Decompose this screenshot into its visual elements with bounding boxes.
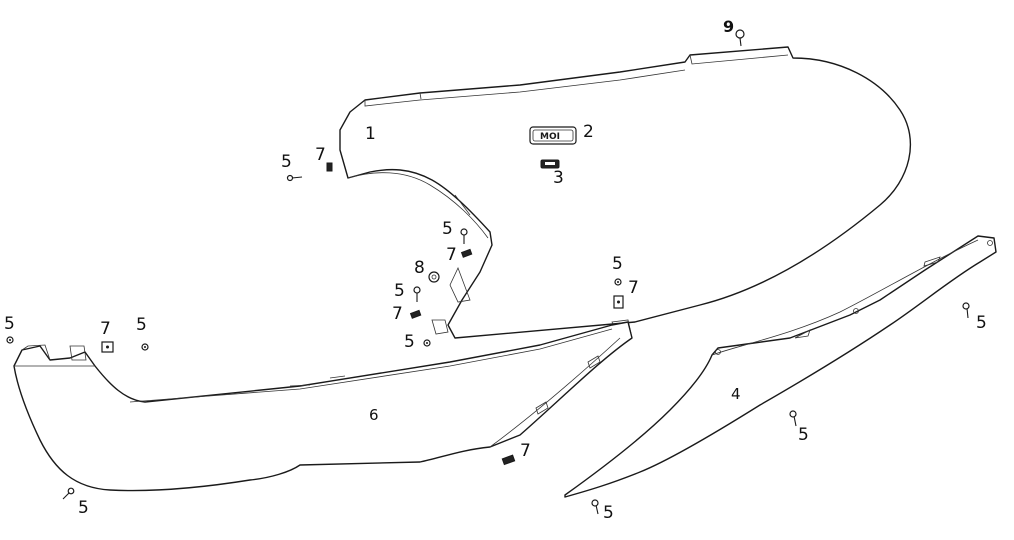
callout-label-5: 5 bbox=[404, 332, 415, 352]
callout-label-5: 5 bbox=[442, 219, 453, 239]
part-6-lower-side-cover bbox=[13, 321, 633, 492]
grommet-8 bbox=[428, 271, 440, 283]
part-3-badge bbox=[540, 159, 560, 169]
callout-label-5: 5 bbox=[281, 152, 292, 172]
bolt-9 bbox=[735, 29, 745, 47]
callout-label-4: 4 bbox=[731, 385, 741, 403]
emblem-text: MOI bbox=[540, 132, 560, 142]
part-4-side-trim bbox=[564, 235, 997, 498]
callout-label-7: 7 bbox=[315, 145, 326, 165]
clip-7b bbox=[460, 248, 473, 258]
callout-label-5: 5 bbox=[612, 254, 623, 274]
callout-label-5: 5 bbox=[603, 503, 614, 523]
callout-label-5: 5 bbox=[394, 281, 405, 301]
clip-7f bbox=[501, 454, 516, 466]
screw-5a bbox=[286, 174, 303, 182]
callout-label-1: 1 bbox=[365, 124, 376, 144]
callout-label-9: 9 bbox=[723, 17, 735, 36]
washer-5d bbox=[423, 339, 431, 347]
callout-label-7: 7 bbox=[628, 278, 639, 298]
screw-5c bbox=[413, 286, 421, 302]
callout-label-5: 5 bbox=[976, 313, 987, 333]
screw-5j bbox=[789, 410, 797, 427]
clip-7a bbox=[326, 162, 333, 172]
washer-5e bbox=[614, 278, 622, 286]
callout-label-7: 7 bbox=[100, 319, 111, 339]
screw-5b bbox=[460, 228, 468, 244]
callout-label-7: 7 bbox=[392, 304, 403, 324]
screw-5h bbox=[62, 487, 75, 500]
part-2-emblem: MOI bbox=[529, 126, 577, 145]
callout-label-6: 6 bbox=[369, 406, 379, 424]
callout-label-8: 8 bbox=[414, 258, 425, 278]
callout-label-7: 7 bbox=[446, 245, 457, 265]
washer-5f bbox=[6, 336, 14, 344]
callout-label-5: 5 bbox=[136, 315, 147, 335]
clip-7d bbox=[613, 295, 624, 309]
callout-label-2: 2 bbox=[583, 122, 594, 142]
callout-label-7: 7 bbox=[520, 441, 531, 461]
callout-label-5: 5 bbox=[78, 498, 89, 518]
screw-5k bbox=[591, 499, 599, 515]
washer-5g bbox=[141, 343, 149, 351]
callout-label-3: 3 bbox=[553, 168, 564, 188]
screw-5i bbox=[962, 302, 970, 319]
clip-7e bbox=[101, 341, 114, 353]
callout-label-5: 5 bbox=[798, 425, 809, 445]
clip-7c bbox=[409, 309, 422, 319]
part-1-upper-side-cover bbox=[339, 46, 912, 341]
callout-label-5: 5 bbox=[4, 314, 15, 334]
